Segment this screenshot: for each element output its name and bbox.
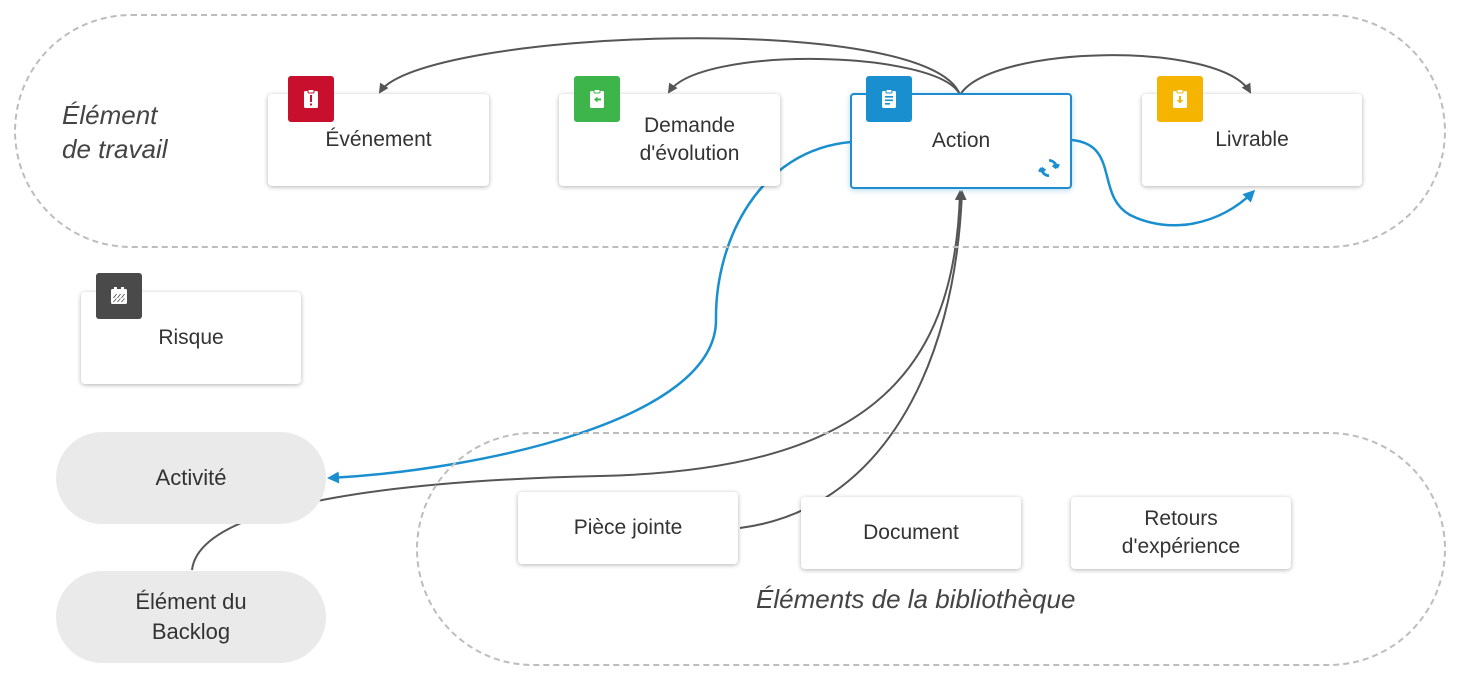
card-piece-jointe-label: Pièce jointe [573,516,683,539]
connector-action-evenement [378,37,961,96]
pill-activite-label: Activité [155,465,227,490]
connector-piece-action [739,190,967,529]
connector-action-demande [667,57,961,96]
card-document-label: Document [863,521,959,544]
pill-activite[interactable]: Activité [56,432,326,524]
arrow-down-clipboard-icon [1157,76,1203,122]
card-risque[interactable]: Risque [81,292,301,384]
card-livrable-label: Livrable [1215,128,1289,151]
risk-icon [96,273,142,319]
alert-clipboard-icon [288,76,334,122]
card-action-label: Action [931,129,991,152]
connector-action-livrable [959,54,1252,96]
card-demande-label: Demande d'évolution [639,114,740,165]
pill-backlog[interactable]: Élément du Backlog [56,571,326,663]
library-group-label: Éléments de la bibliothèque [756,584,1076,614]
card-evenement-label: Événement [325,128,432,151]
card-retours-label: Retours d'expérience [1121,507,1241,558]
connector-action-livrable-blue [1071,138,1256,227]
arrow-left-clipboard-icon [574,76,620,122]
card-piece-jointe[interactable]: Pièce jointe [518,492,738,564]
work-item-group-label: Élément de travail [62,100,168,164]
card-risque-label: Risque [158,326,224,349]
library-group-border [416,432,1446,666]
list-clipboard-icon [866,76,912,122]
sync-icon [1038,159,1060,177]
card-retours-experience[interactable]: Retours d'expérience [1071,497,1291,569]
work-item-group-border [14,14,1446,248]
card-document[interactable]: Document [801,497,1021,569]
pill-backlog-label: Élément du Backlog [135,589,247,644]
